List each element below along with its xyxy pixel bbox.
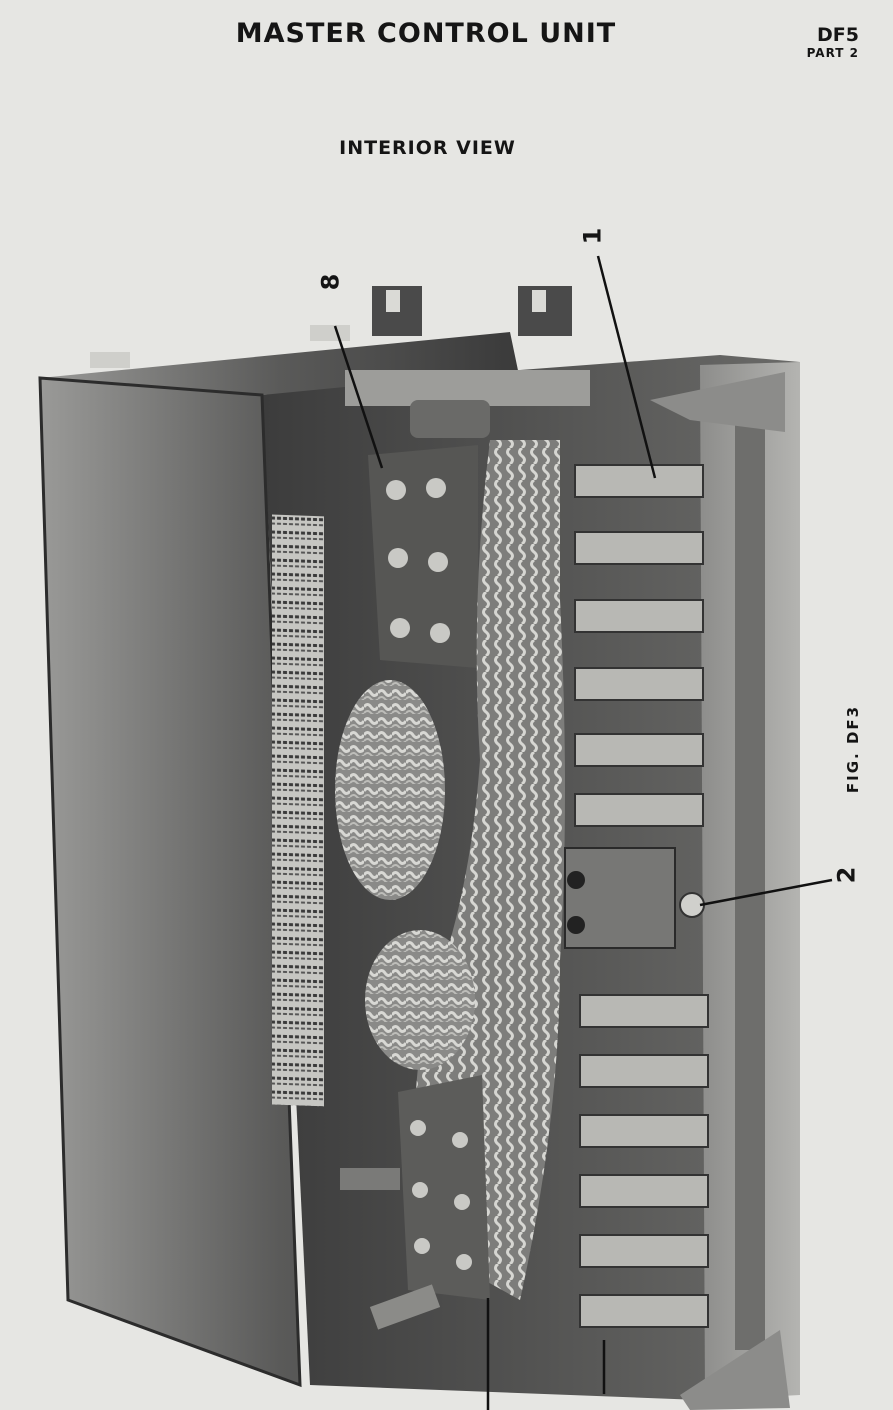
callout-leaders (333, 255, 833, 1410)
reference-part: PART 2 (806, 46, 859, 60)
view-subtitle: INTERIOR VIEW (339, 137, 516, 159)
top-brackets (90, 286, 572, 368)
terminal-strip (272, 514, 324, 1107)
callout-8: 8 (316, 273, 345, 291)
figure-label: FIG. DF3 (844, 704, 862, 794)
relay-bank-lower (579, 994, 709, 1328)
reference-code: DF5 (817, 24, 859, 46)
cable-loom-left (335, 680, 445, 900)
upper-relay-plate (368, 445, 478, 668)
document-reference: DF5 PART 2 (807, 24, 859, 60)
page-title: MASTER CONTROL UNIT (235, 18, 617, 49)
callout-1: 1 (578, 227, 607, 245)
housing-side-wall (40, 332, 520, 1385)
lower-relay-plate (398, 1075, 490, 1300)
callout-2: 2 (832, 866, 861, 884)
junction-box (564, 847, 676, 949)
relay-bank-upper (574, 464, 704, 827)
